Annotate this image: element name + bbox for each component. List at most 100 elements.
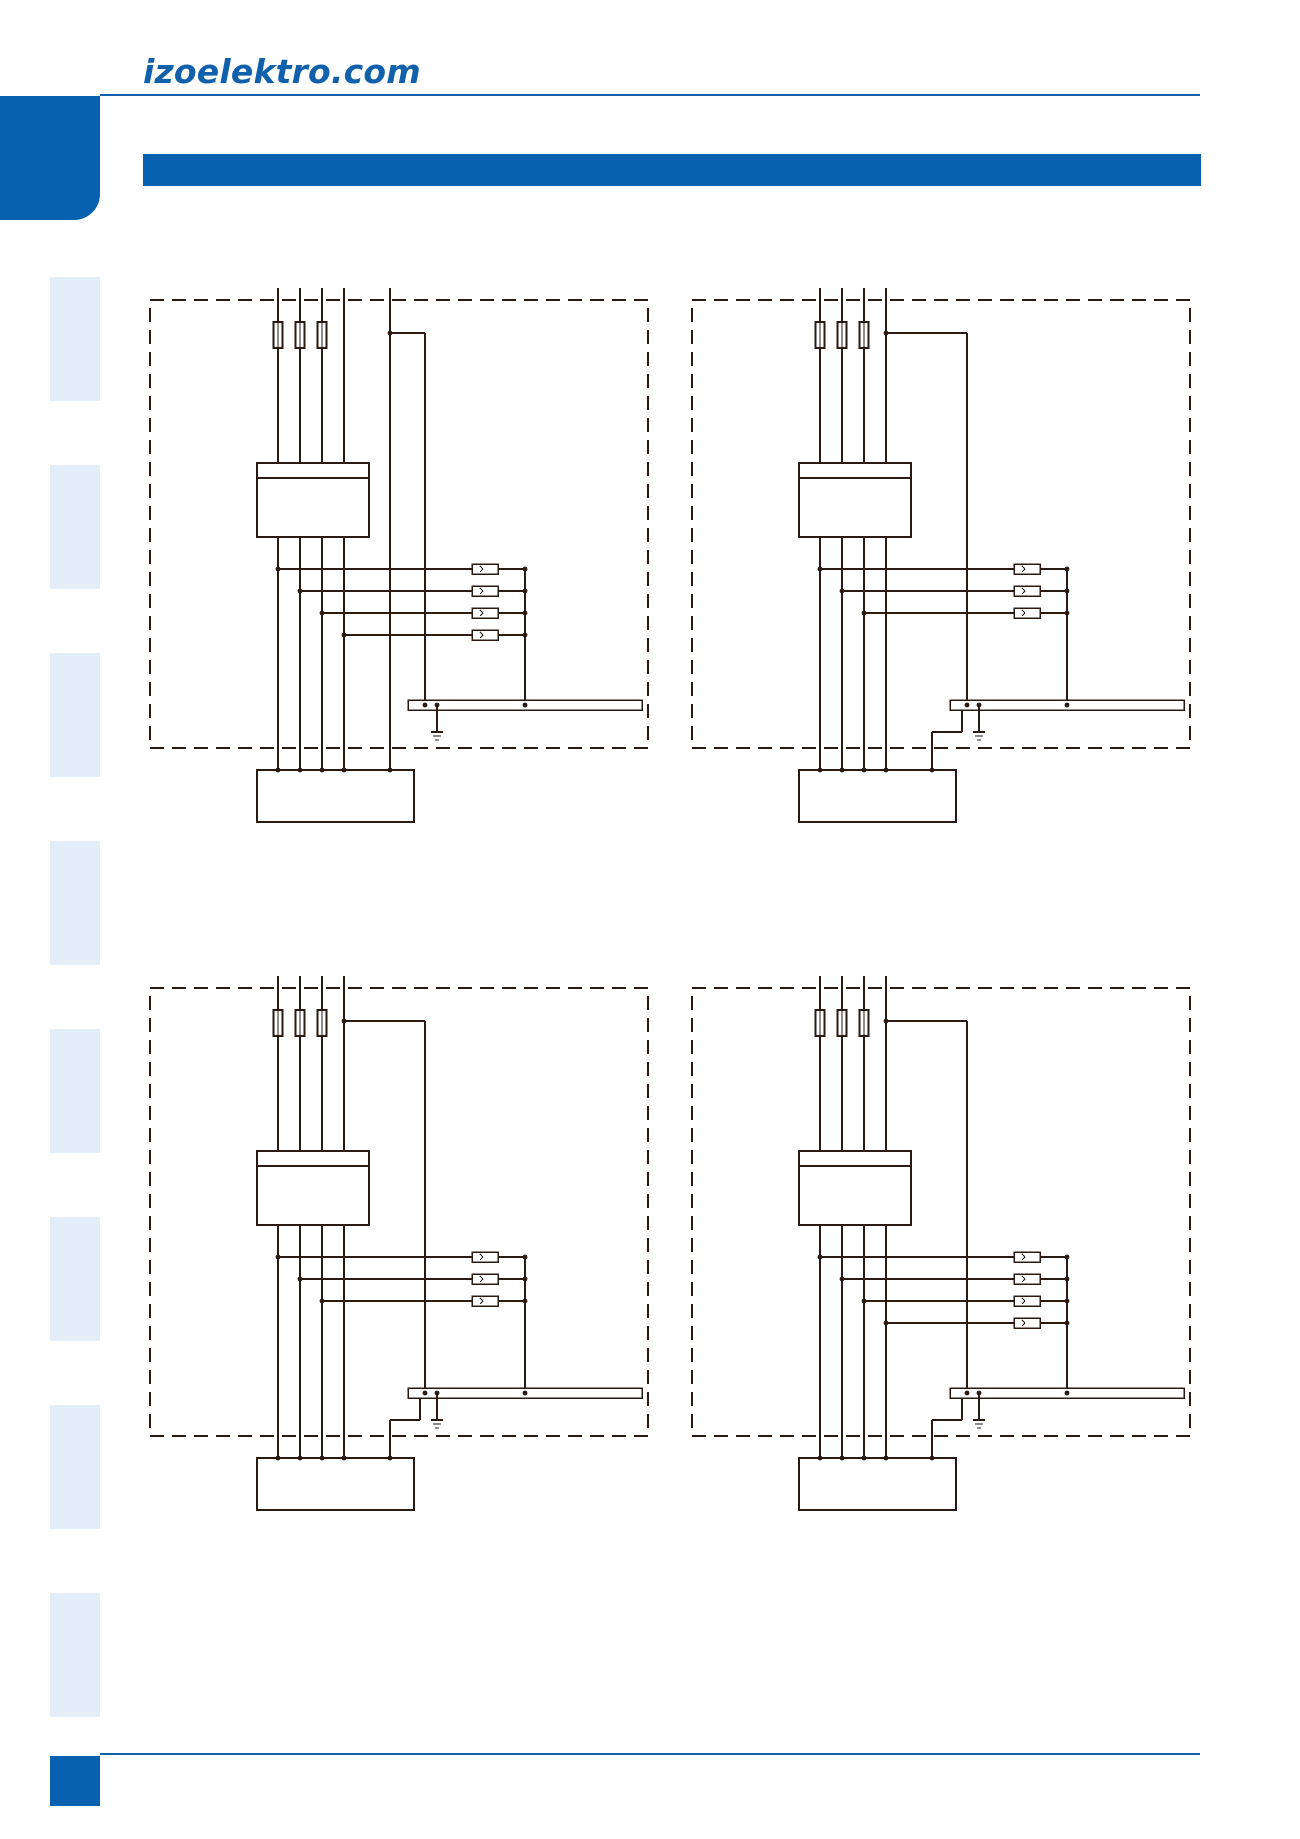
arrester-symbol [1021, 1319, 1026, 1324]
side-tab-6 [50, 1217, 100, 1341]
surge-arrester-icon [1013, 563, 1041, 575]
junction-dot [275, 1455, 281, 1461]
junction-dot [297, 1455, 303, 1461]
arrester-symbol [479, 634, 484, 639]
arrester-symbol [1021, 568, 1026, 573]
arrester-symbol [1021, 1297, 1026, 1302]
surge-arrester-icon [1013, 1295, 1041, 1307]
junction-dot [839, 767, 845, 773]
surge-arrester-icon [471, 1273, 499, 1285]
side-tab-7 [50, 1405, 100, 1529]
arrester-symbol [1021, 565, 1026, 570]
surge-arrester-icon [1013, 1251, 1041, 1263]
enclosure-boundary [691, 299, 1191, 749]
surge-arrester-icon [1013, 1273, 1041, 1285]
arrester-symbol [479, 590, 484, 595]
arrester-symbol [479, 1256, 484, 1261]
junction-dot [817, 1455, 823, 1461]
enclosure-boundary [149, 987, 649, 1437]
enclosure-boundary [149, 299, 649, 749]
junction-dot [387, 767, 393, 773]
header-rule [100, 94, 1200, 96]
side-tab-1 [50, 277, 100, 401]
arrester-symbol [1021, 612, 1026, 617]
junction-dot [319, 767, 325, 773]
brand-logo-text: izoelektro.com [143, 52, 421, 91]
schematic-bottom-right [691, 976, 1191, 1511]
junction-dot [839, 1455, 845, 1461]
main-device-box [256, 1150, 370, 1226]
junction-dot [883, 1455, 889, 1461]
schematic-bottom-left [149, 976, 649, 1511]
junction-dot [422, 1390, 428, 1396]
arrester-symbol [1021, 1300, 1026, 1305]
surge-arrester-icon [1013, 585, 1041, 597]
arrester-symbol [1021, 1322, 1026, 1327]
page-number-box [50, 1756, 100, 1806]
surge-arrester-icon [471, 563, 499, 575]
side-tab-3 [50, 653, 100, 777]
junction-dot [929, 1455, 935, 1461]
enclosure-boundary [691, 987, 1191, 1437]
arrester-symbol [479, 587, 484, 592]
arrester-symbol [479, 1300, 484, 1305]
section-title-bar [143, 154, 1201, 186]
side-tab-8 [50, 1593, 100, 1717]
arrester-symbol [479, 565, 484, 570]
arrester-symbol [1021, 590, 1026, 595]
arrester-symbol [479, 1253, 484, 1258]
junction-dot [964, 1390, 970, 1396]
surge-arrester-icon [471, 1295, 499, 1307]
arrester-symbol [1021, 587, 1026, 592]
main-device-box [798, 1150, 912, 1226]
junction-dot [341, 767, 347, 773]
junction-dot [1064, 1390, 1070, 1396]
schematic-top-right [691, 288, 1191, 823]
arrester-symbol [479, 1275, 484, 1280]
arrester-symbol [479, 1278, 484, 1283]
load-box [798, 1457, 957, 1511]
main-device-box [798, 462, 912, 538]
surge-arrester-icon [1013, 607, 1041, 619]
arrester-symbol [479, 631, 484, 636]
junction-dot [275, 767, 281, 773]
arrester-symbol [1021, 1275, 1026, 1280]
side-tab-4 [50, 841, 100, 965]
junction-dot [319, 1455, 325, 1461]
arrester-symbol [1021, 1253, 1026, 1258]
load-box [798, 769, 957, 823]
surge-arrester-icon [471, 1251, 499, 1263]
schematic-top-left [149, 288, 649, 823]
arrester-symbol [479, 612, 484, 617]
junction-dot [522, 702, 528, 708]
arrester-symbol [1021, 1278, 1026, 1283]
chapter-corner-tab [0, 96, 100, 220]
arrester-symbol [1021, 609, 1026, 614]
junction-dot [522, 1390, 528, 1396]
junction-dot [422, 702, 428, 708]
surge-arrester-icon [471, 629, 499, 641]
junction-dot [387, 1455, 393, 1461]
side-tab-5 [50, 1029, 100, 1153]
arrester-symbol [1021, 1256, 1026, 1261]
arrester-symbol [479, 1297, 484, 1302]
junction-dot [1064, 702, 1070, 708]
junction-dot [861, 767, 867, 773]
junction-dot [964, 702, 970, 708]
junction-dot [929, 767, 935, 773]
surge-arrester-icon [471, 585, 499, 597]
load-box [256, 769, 415, 823]
side-tab-2 [50, 465, 100, 589]
junction-dot [883, 767, 889, 773]
surge-arrester-icon [471, 607, 499, 619]
load-box [256, 1457, 415, 1511]
footer-rule [100, 1753, 1200, 1755]
arrester-symbol [479, 609, 484, 614]
junction-dot [297, 767, 303, 773]
surge-arrester-icon [1013, 1317, 1041, 1329]
main-device-box [256, 462, 370, 538]
junction-dot [861, 1455, 867, 1461]
junction-dot [817, 767, 823, 773]
junction-dot [341, 1455, 347, 1461]
